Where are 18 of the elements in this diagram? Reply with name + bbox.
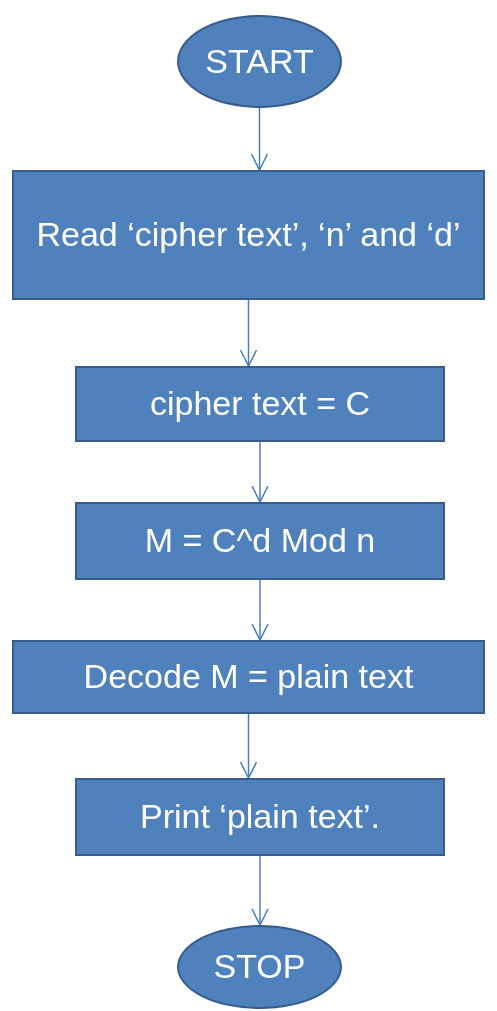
arrow [251, 855, 269, 926]
arrow [250, 107, 269, 171]
process-box [75, 366, 445, 442]
node-text: Read ‘cipher text’, ‘n’ and ‘d’ [36, 214, 461, 256]
process-box [12, 170, 485, 300]
node-text: M = C^d Mod n [144, 520, 376, 562]
node-text: START [205, 40, 314, 82]
arrow [251, 441, 269, 503]
arrow [239, 713, 258, 779]
process-box [12, 640, 485, 714]
node-text: Decode M = plain text [83, 656, 414, 698]
arrow [239, 299, 258, 367]
arrow [251, 579, 269, 641]
node-text: STOP [213, 946, 306, 988]
process-box [75, 778, 445, 856]
node-text: Print ‘plain text’. [140, 796, 380, 838]
node-text: cipher text = C [149, 383, 371, 425]
process-box [75, 502, 445, 580]
